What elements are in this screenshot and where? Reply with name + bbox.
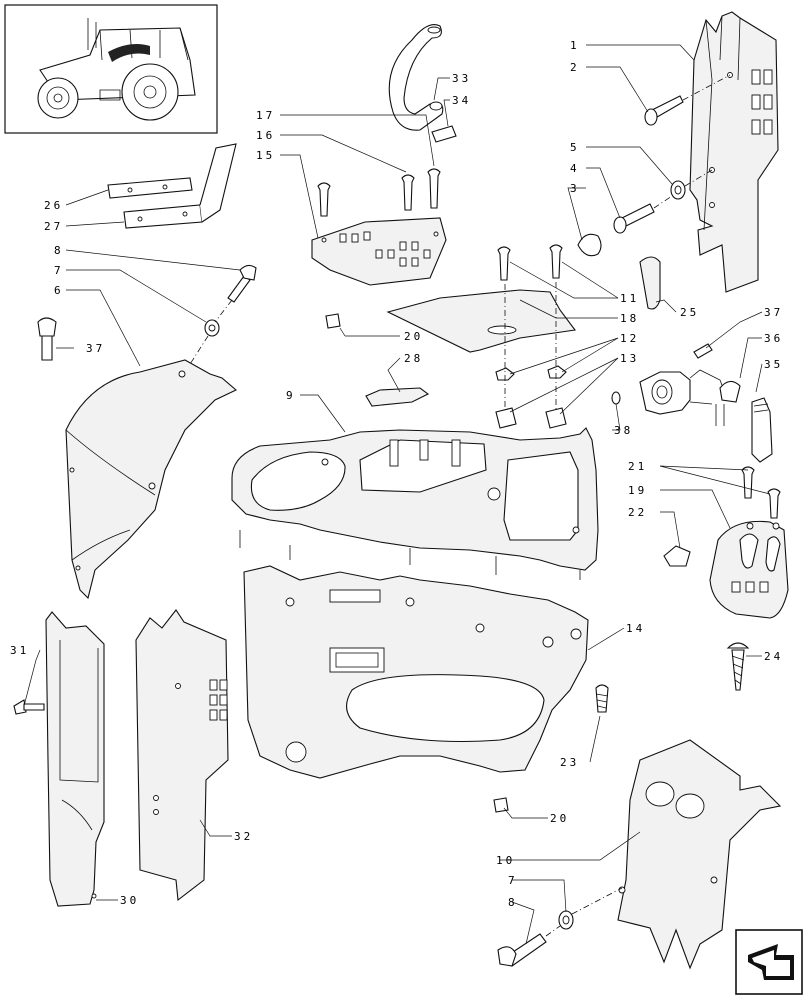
callout-12: 12 <box>620 332 639 345</box>
part-left-pillar-30 <box>45 611 105 907</box>
callout-37: 37 <box>86 342 105 355</box>
part-side-panel-32 <box>135 609 229 902</box>
part-screw-24 <box>726 642 750 691</box>
callout-27: 27 <box>44 220 63 233</box>
callout-18: 18 <box>620 312 639 325</box>
next-page-arrow-icon[interactable] <box>735 929 803 995</box>
part-screws-21 <box>741 466 781 519</box>
part-switch-plate-19 <box>709 520 789 619</box>
callout-19: 19 <box>628 484 647 497</box>
callout-26: 26 <box>44 199 63 212</box>
callout-5: 5 <box>570 141 580 154</box>
callout-1: 1 <box>570 39 580 52</box>
part-lower-right-panel-10 <box>617 739 782 970</box>
part-washer-7b <box>545 887 623 937</box>
part-bolt-8 <box>227 264 257 303</box>
part-switch-35 <box>751 397 773 463</box>
part-clip-22 <box>663 545 691 567</box>
callout-35: 35 <box>764 358 783 371</box>
part-bracket-26-27 <box>107 143 237 229</box>
callout-15: 15 <box>256 149 275 162</box>
part-washer-5 <box>653 169 713 209</box>
callout-37b: 37 <box>764 306 783 319</box>
part-screw-23 <box>595 684 609 713</box>
part-socket-36 <box>639 369 741 426</box>
part-screws-16-17 <box>317 168 441 217</box>
callout-23: 23 <box>560 756 579 769</box>
part-grab-handle-33 <box>388 24 444 131</box>
callout-20: 20 <box>404 330 423 343</box>
callout-36: 36 <box>764 332 783 345</box>
callout-22: 22 <box>628 506 647 519</box>
part-screw-37b <box>693 343 713 359</box>
callout-13: 13 <box>620 352 639 365</box>
callout-38: 38 <box>614 424 633 437</box>
callout-24: 24 <box>764 650 783 663</box>
part-washer-7 <box>184 299 233 373</box>
callout-7b: 7 <box>508 874 518 887</box>
part-bolt-37 <box>37 317 57 361</box>
part-clip-20 <box>325 313 341 329</box>
callout-14: 14 <box>626 622 645 635</box>
callout-28: 28 <box>404 352 423 365</box>
callout-labels: 1 2 5 4 3 33 34 17 16 15 26 27 8 7 6 37 … <box>10 39 783 909</box>
callout-32: 32 <box>234 830 253 843</box>
callout-31: 31 <box>10 644 29 657</box>
part-rubber-strip-25 <box>639 256 661 310</box>
part-cap-3 <box>577 233 602 257</box>
callout-8b: 8 <box>508 896 518 909</box>
part-bolt-4 <box>613 203 655 234</box>
part-bolt-8b <box>497 933 547 967</box>
callout-7: 7 <box>54 264 64 277</box>
callout-10: 10 <box>496 854 515 867</box>
leader-lines <box>23 44 771 945</box>
callout-30: 30 <box>120 894 139 907</box>
callout-17: 17 <box>256 109 275 122</box>
callout-4: 4 <box>570 162 580 175</box>
callout-21: 21 <box>628 460 647 473</box>
callout-25: 25 <box>680 306 699 319</box>
callout-2: 2 <box>570 61 580 74</box>
part-screw-2 <box>644 74 731 126</box>
part-plug-34 <box>431 125 457 143</box>
part-switch-panel-15 <box>311 217 447 286</box>
part-screw-31 <box>13 699 45 715</box>
part-lower-panel-14 <box>243 565 589 779</box>
part-fender-cover-6 <box>65 359 238 600</box>
part-console-frame-9 <box>231 427 599 580</box>
callout-8: 8 <box>54 244 64 257</box>
part-nuts-12 <box>495 365 567 381</box>
callout-3: 3 <box>570 182 580 195</box>
callout-11: 11 <box>620 292 639 305</box>
part-right-pillar-panel <box>689 11 779 293</box>
part-screws-11 <box>497 244 563 281</box>
tractor-location-icon <box>4 4 218 134</box>
callout-34: 34 <box>452 94 471 107</box>
part-washer-38 <box>611 391 621 405</box>
callout-33: 33 <box>452 72 471 85</box>
callout-6: 6 <box>54 284 64 297</box>
part-cover-18 <box>386 289 576 353</box>
callout-9: 9 <box>286 389 296 402</box>
part-trim-28 <box>365 387 430 407</box>
callout-16: 16 <box>256 129 275 142</box>
callout-20b: 20 <box>550 812 569 825</box>
